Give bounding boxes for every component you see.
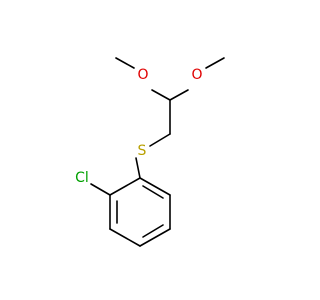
bond-methyl2-o2 (205, 57, 225, 69)
bond-o1-acetal-carbon (151, 89, 171, 101)
bond-ch2-sulfur (149, 133, 171, 147)
bond-o2-acetal-carbon (169, 89, 189, 101)
bond-sulfur-ring (135, 157, 141, 179)
ring-double-bond-2 (142, 224, 164, 238)
oxygen-atom-2: O (191, 67, 202, 83)
ring-double-bond-1 (142, 185, 164, 199)
sulfur-atom: S (138, 143, 147, 159)
bond-methyl1-o1 (115, 57, 135, 69)
chlorine-atom: Cl (75, 170, 89, 186)
oxygen-atom-1: O (137, 67, 148, 83)
structure-canvas: O O S Cl (75, 57, 225, 247)
ring-bond-4 (139, 228, 171, 247)
ring-bond-3 (109, 228, 141, 247)
ring-bond-1 (109, 177, 141, 196)
bond-ring-chlorine (90, 183, 111, 196)
molecule-diagram: O O S Cl (75, 57, 225, 247)
ring-bond-6 (139, 177, 171, 196)
